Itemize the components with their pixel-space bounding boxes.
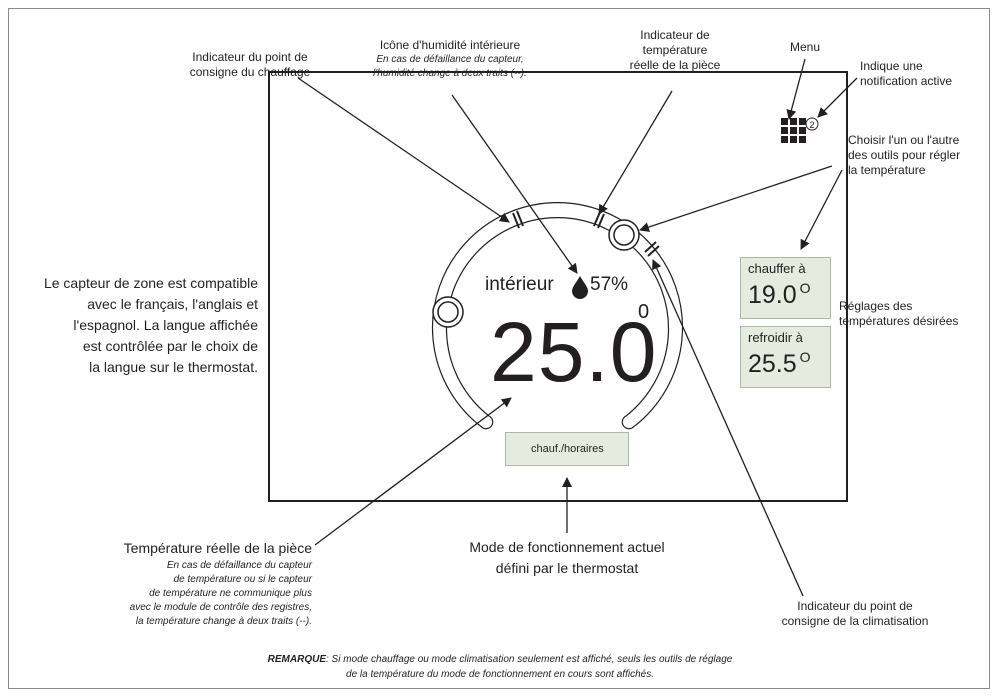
cool-setpoint-label: refroidir à: [748, 330, 803, 345]
annotation-humidity: Icône d'humidité intérieure En cas de dé…: [373, 38, 527, 79]
annotation-actual-temp: Température réelle de la pièce En cas de…: [123, 540, 312, 627]
leader-arrows: [297, 58, 858, 597]
mode-button[interactable]: chauf./horaires: [505, 432, 629, 466]
annotation-desired-settings: Réglages des températures désirées: [839, 299, 959, 328]
heat-setpoint-mark: [512, 210, 524, 229]
mode-label: chauf./horaires: [531, 443, 604, 455]
note-label: REMARQUE: [267, 654, 326, 665]
annotation-notification: Indique une notification active: [860, 59, 953, 88]
notification-badge[interactable]: 2: [805, 117, 819, 131]
temperature-degree: 0: [638, 301, 650, 323]
annotation-actual-indicator: Indicateur de température réelle de la p…: [629, 28, 721, 72]
indoor-label: intérieur: [485, 274, 554, 295]
notification-count: 2: [809, 120, 814, 130]
annotation-menu: Menu: [790, 40, 821, 54]
heat-setpoint-label: chauffer à: [748, 261, 806, 276]
annotation-choose-tools: Choisir l'un ou l'autre des outils pour …: [848, 133, 961, 177]
thermostat-screen: [268, 71, 848, 502]
humidity-value: 57%: [590, 274, 629, 295]
annotation-mode-caption: Mode de fonctionnement actuel défini par…: [469, 539, 665, 576]
diagram-frame: [8, 8, 990, 689]
annotation-heat-indicator: Indicateur du point de consigne du chauf…: [189, 50, 311, 79]
actual-temp-mark: [593, 211, 605, 229]
annotation-cool-indicator: Indicateur du point de consigne de la cl…: [781, 599, 929, 628]
humidity-drop-icon: [572, 276, 588, 299]
menu-grid-icon[interactable]: [781, 118, 806, 143]
annotation-language: Le capteur de zone est compatible avec l…: [43, 275, 258, 375]
cool-setpoint-mark: [644, 241, 660, 257]
dial-track: [431, 202, 684, 430]
cool-dial-handle[interactable]: [608, 219, 640, 251]
annotation-note: REMARQUE: Si mode chauffage ou mode clim…: [267, 654, 733, 680]
heat-dial-handle[interactable]: [432, 296, 464, 328]
room-temperature: 25.0: [490, 305, 658, 399]
